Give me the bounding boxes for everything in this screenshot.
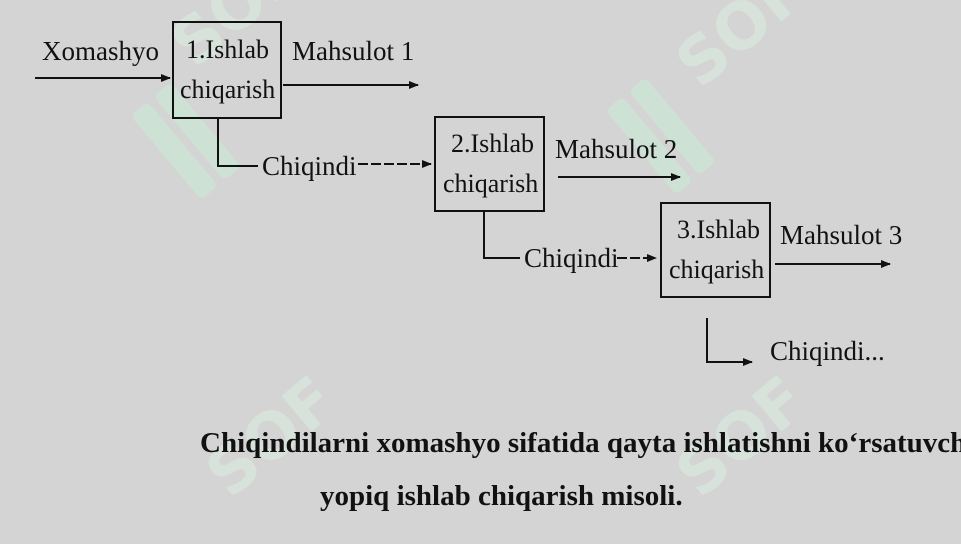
process-box-1 <box>172 21 282 119</box>
waste-arrow-3 <box>706 318 753 366</box>
process-box-2 <box>434 116 545 212</box>
caption-line-1: Chiqindilarni xomashyo sifatida qayta is… <box>200 427 961 459</box>
process-box-1-line2: chiqarish <box>180 75 275 104</box>
waste-label-2: Chiqindi <box>524 243 619 273</box>
process-box-3-line1: 3.Ishlab <box>677 215 760 244</box>
product-label-1: Mahsulot 1 <box>292 36 414 66</box>
waste-line-2 <box>483 211 520 259</box>
process-box-3-line2: chiqarish <box>669 255 764 284</box>
input-label: Xomashyo <box>42 36 159 66</box>
process-box-2-line2: chiqarish <box>443 169 538 198</box>
product-label-3: Mahsulot 3 <box>780 220 902 250</box>
process-box-3 <box>660 202 771 298</box>
waste-label-1: Chiqindi <box>262 151 357 181</box>
product-label-2: Mahsulot 2 <box>555 134 677 164</box>
process-box-1-line1: 1.Ishlab <box>186 35 269 64</box>
process-box-2-line1: 2.Ishlab <box>451 129 534 158</box>
waste-line-1 <box>217 118 258 167</box>
watermark-text: SOF <box>663 0 821 102</box>
caption-line-2: yopiq ishlab chiqarish misoli. <box>320 480 683 512</box>
waste-label-3: Chiqindi... <box>770 336 885 366</box>
